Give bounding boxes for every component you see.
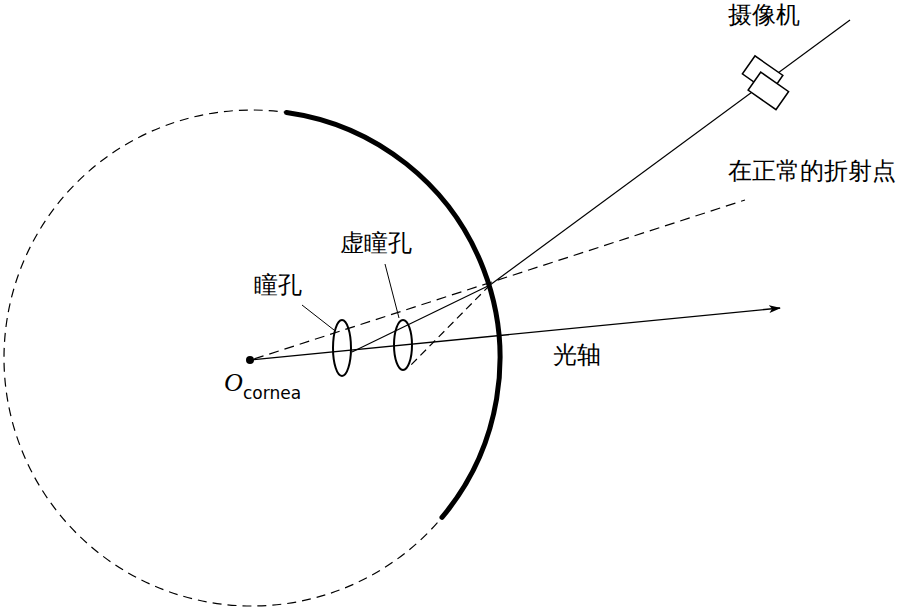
pupil-ellipse [333,320,351,376]
leader-line [385,264,399,318]
center-symbol: O [224,369,243,398]
camera-ray [490,20,850,285]
surface-normal [254,200,745,359]
optical-axis [250,308,780,360]
center-subscript: cornea [243,384,301,403]
normal-refraction-label: 在正常的折射点 [728,158,896,184]
refracted-ray [352,285,490,352]
camera-label: 摄像机 [728,2,800,28]
virtual-pupil-ellipse [394,320,412,370]
leader-line [302,305,334,330]
optical-axis-label: 光轴 [553,342,601,368]
cornea-surface [287,112,500,517]
pupil-label: 瞳孔 [254,272,302,298]
virtual-pupil-label: 虚瞳孔 [340,230,412,256]
virtual-ray [408,285,490,368]
cornea-sphere [4,110,500,606]
camera-symbol [737,56,795,110]
